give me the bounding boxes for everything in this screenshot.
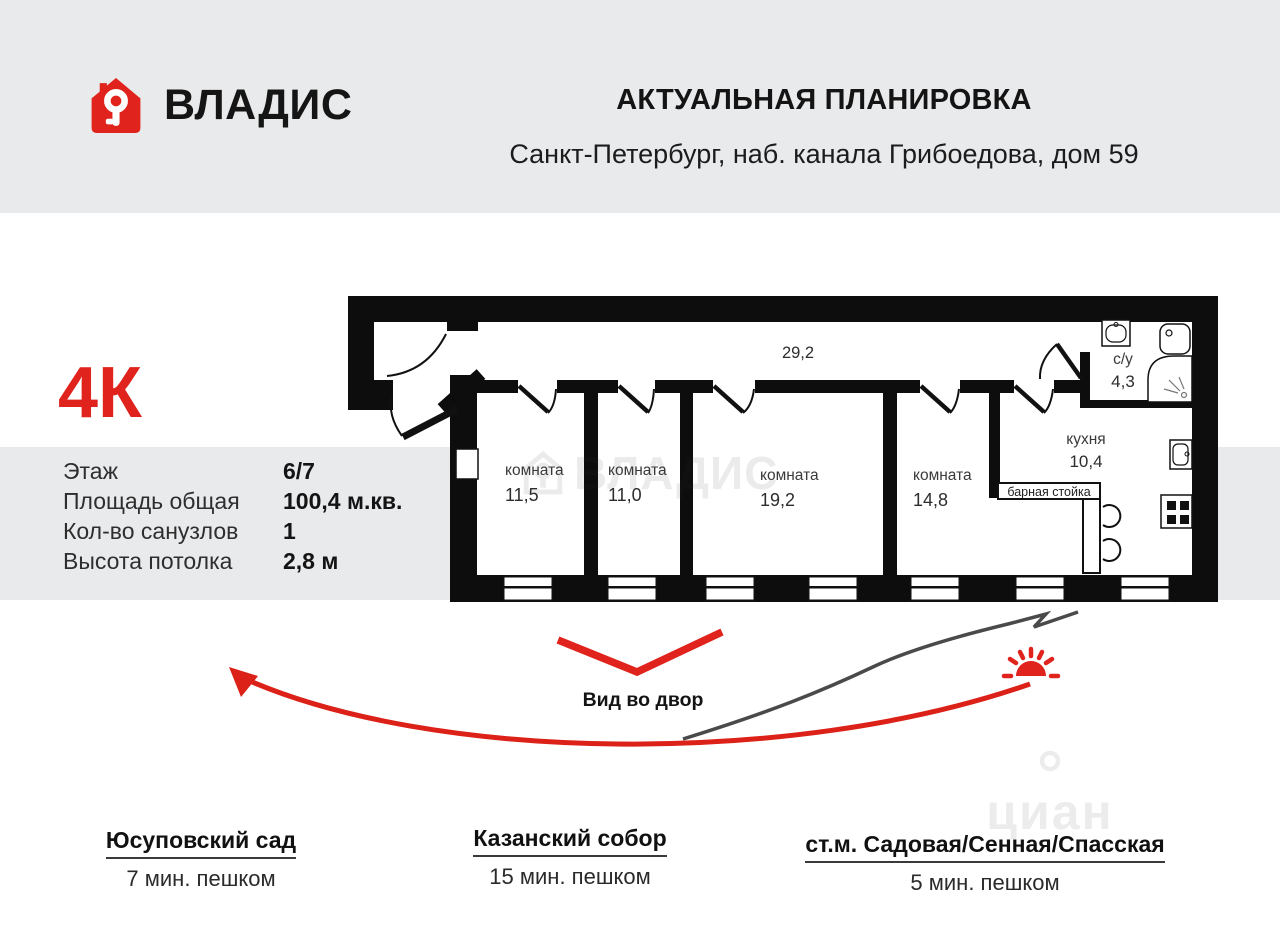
bathtub-icon bbox=[1159, 323, 1191, 355]
room-area: 14,8 bbox=[913, 490, 949, 510]
kitchen-area: 10,4 bbox=[1069, 452, 1103, 471]
spec-label: Кол-во санузлов bbox=[63, 518, 239, 544]
page-subtitle: Санкт-Петербург, наб. канала Грибоедова,… bbox=[509, 139, 1139, 169]
bar-stool-icon bbox=[1102, 538, 1122, 562]
room-label: комната 11,5 bbox=[505, 462, 564, 506]
room-area: 11,0 bbox=[608, 485, 642, 505]
spec-value: 1 bbox=[283, 518, 296, 544]
spec-label: Этаж bbox=[63, 458, 118, 484]
door-arc bbox=[919, 384, 960, 414]
view-direction-chevron-icon bbox=[556, 628, 724, 677]
brand-name: ВЛАДИС bbox=[164, 81, 353, 129]
center-watermark: ВЛАДИС bbox=[522, 446, 778, 500]
specs-panel: Этаж 6/7 Площадь общая 100,4 м.кв. Кол-в… bbox=[63, 456, 423, 576]
location-walk-time: 7 мин. пешком bbox=[126, 866, 276, 891]
window-symbol bbox=[705, 575, 755, 602]
window-symbols bbox=[503, 575, 1170, 602]
location-name: ст.м. Садовая/Сенная/Спасская bbox=[805, 831, 1165, 863]
hallway-area-label: 29,2 bbox=[781, 344, 815, 362]
header-band: ВЛАДИС АКТУАЛЬНАЯ ПЛАНИРОВКА Санкт-Петер… bbox=[0, 0, 1280, 213]
room-label: комната 11,0 bbox=[608, 462, 667, 506]
watermark-house-icon bbox=[523, 450, 563, 495]
window-symbol bbox=[1120, 575, 1170, 602]
watermark-pin-icon bbox=[1039, 750, 1061, 772]
room-name: комната bbox=[760, 467, 819, 484]
wall-niche bbox=[455, 448, 479, 480]
kitchen-label: кухня 10,4 bbox=[1040, 431, 1132, 472]
spec-row-floor: Этаж 6/7 bbox=[63, 456, 423, 486]
location-card: Казанский собор 15 мин. пешком bbox=[410, 825, 730, 890]
spec-row-area: Площадь общая 100,4 м.кв. bbox=[63, 486, 423, 516]
bathroom-sink-icon bbox=[1101, 319, 1131, 347]
title-block: АКТУАЛЬНАЯ ПЛАНИРОВКА Санкт-Петербург, н… bbox=[494, 0, 1154, 170]
location-name: Юсуповский сад bbox=[105, 827, 297, 859]
room-name: комната bbox=[608, 462, 667, 479]
canal-line bbox=[682, 610, 1079, 741]
location-card: ст.м. Садовая/Сенная/Спасская 5 мин. пеш… bbox=[775, 831, 1195, 896]
bar-counter bbox=[997, 482, 1101, 574]
location-name: Казанский собор bbox=[473, 825, 667, 857]
location-card: Юсуповский сад 7 мин. пешком bbox=[41, 827, 361, 892]
house-key-logo-icon bbox=[91, 78, 141, 133]
room-label: комната 19,2 bbox=[760, 467, 819, 511]
door-arc bbox=[1013, 384, 1054, 414]
spec-label: Площадь общая bbox=[63, 488, 240, 514]
window-symbol bbox=[1015, 575, 1065, 602]
spec-value: 6/7 bbox=[283, 458, 315, 484]
courtyard-arrow-icon bbox=[229, 667, 1031, 747]
bar-stool-icon bbox=[1102, 504, 1122, 528]
kitchen-sink-icon bbox=[1169, 439, 1193, 470]
room-name: комната bbox=[505, 462, 564, 479]
shower-icon bbox=[1147, 355, 1193, 403]
courtyard-view-label: Вид во двор bbox=[582, 689, 704, 711]
kitchen-name: кухня bbox=[1066, 431, 1106, 448]
watermark-text: циан bbox=[986, 784, 1114, 840]
room-label: комната 14,8 bbox=[913, 467, 972, 511]
apartment-type-badge: 4К bbox=[58, 353, 142, 433]
door-arc bbox=[1038, 342, 1083, 380]
window-symbol bbox=[607, 575, 657, 602]
watermark-text: ВЛАДИС bbox=[574, 447, 779, 499]
door-arc bbox=[517, 384, 557, 414]
brand-logo: ВЛАДИС bbox=[85, 76, 352, 135]
spec-value: 100,4 м.кв. bbox=[283, 488, 403, 514]
sunrise-icon bbox=[1001, 646, 1061, 679]
bathroom-name: с/у bbox=[1113, 351, 1133, 368]
bathroom-label: с/у 4,3 bbox=[1098, 351, 1148, 392]
spec-value: 2,8 м bbox=[283, 548, 339, 574]
window-symbol bbox=[910, 575, 960, 602]
window-symbol bbox=[808, 575, 858, 602]
spec-label: Высота потолка bbox=[63, 548, 233, 574]
room-area: 11,5 bbox=[505, 485, 539, 505]
page-title: АКТУАЛЬНАЯ ПЛАНИРОВКА bbox=[616, 84, 1032, 116]
window-symbol bbox=[503, 575, 553, 602]
bar-counter-label: барная стойка bbox=[1007, 485, 1091, 499]
room-name: комната bbox=[913, 467, 972, 484]
spec-row-bathrooms: Кол-во санузлов 1 bbox=[63, 516, 423, 546]
diagonal-wall bbox=[437, 369, 486, 414]
spec-row-ceiling: Высота потолка 2,8 м bbox=[63, 546, 423, 576]
location-walk-time: 5 мин. пешком bbox=[910, 870, 1060, 895]
location-walk-time: 15 мин. пешком bbox=[489, 864, 651, 889]
floorplan-interior bbox=[374, 322, 1192, 575]
entrance-door bbox=[386, 333, 459, 441]
door-arc bbox=[712, 384, 755, 414]
door-symbols bbox=[386, 333, 1083, 441]
bottom-watermark: циан bbox=[930, 748, 1170, 841]
door-arc bbox=[617, 384, 655, 414]
stove-icon bbox=[1160, 494, 1193, 529]
bathroom-area: 4,3 bbox=[1111, 372, 1135, 391]
room-area: 19,2 bbox=[760, 490, 796, 510]
